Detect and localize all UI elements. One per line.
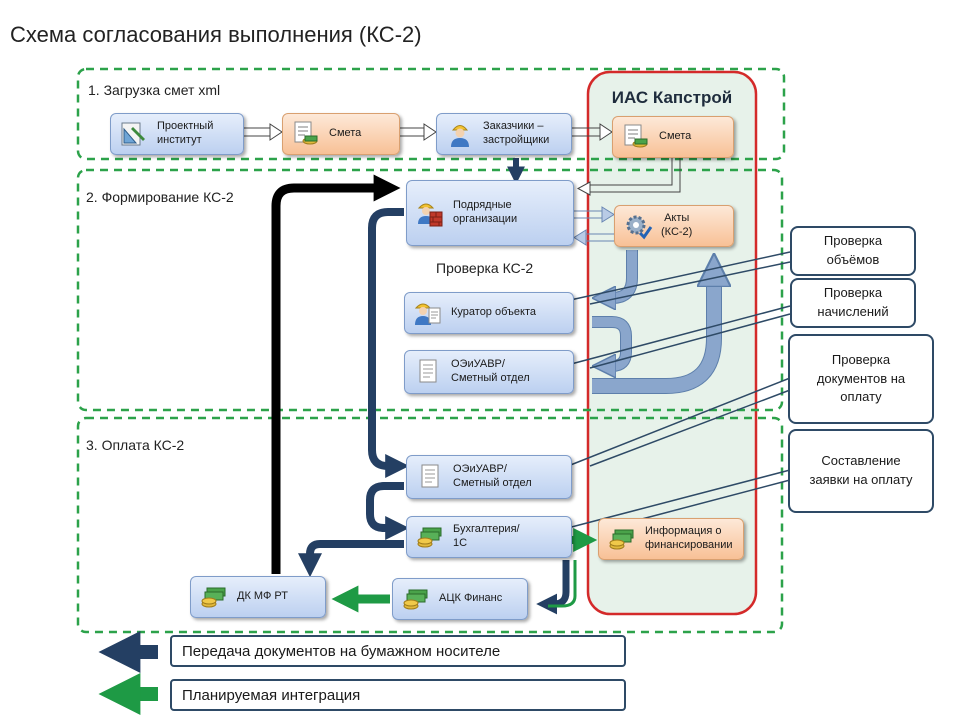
- worker-icon: [451, 125, 469, 147]
- flow-arrow-acts-curator-fill: [604, 250, 637, 298]
- document-money-icon: [294, 121, 318, 145]
- node-accounting[interactable]: Бухгалтерия/ 1С: [406, 516, 572, 558]
- ias-title: ИАС Капстрой: [611, 88, 733, 107]
- hollow-arrows-contractors-acts: [573, 206, 615, 246]
- leader-payment-docs-2: [589, 389, 791, 467]
- gear-check-icon: [626, 215, 653, 240]
- document-icon: [419, 359, 437, 383]
- hollow-arrow-institute-estimate: [244, 123, 283, 141]
- page-title: Схема согласования выполнения (КС-2): [10, 22, 422, 47]
- node-customers[interactable]: Заказчики – застройщики: [436, 113, 572, 155]
- node-oeiuavr-1[interactable]: ОЭиУАВР/ Сметный отдел: [404, 350, 574, 394]
- node-funding-info[interactable]: Информация о финансировании: [598, 518, 744, 560]
- worker-document-icon: [414, 303, 441, 325]
- leader-volumes: [551, 251, 791, 305]
- document-money-icon: [624, 124, 648, 148]
- node-curator-label: Куратор объекта: [451, 306, 536, 319]
- paper-arrow-contractors-oeiuavr: [368, 208, 410, 478]
- node-design-institute-label: Проектный институт: [157, 120, 214, 146]
- money-icon: [609, 529, 634, 550]
- stage-1-label: 1. Загрузка смет xml: [88, 82, 221, 98]
- money-icon: [201, 587, 226, 608]
- node-estimate-1-label: Смета: [329, 127, 362, 140]
- node-ack-finance[interactable]: АЦК Финанс: [392, 578, 528, 620]
- document-icon: [421, 464, 439, 488]
- leader-charges-2: [589, 313, 791, 369]
- node-dk-mf-rt-label: ДК МФ РТ: [237, 590, 288, 603]
- node-acts[interactable]: Акты (КС-2): [614, 205, 734, 247]
- node-design-institute[interactable]: Проектный институт: [110, 113, 244, 155]
- node-oeiuavr-1-label: ОЭиУАВР/ Сметный отдел: [451, 358, 530, 384]
- node-funding-info-label: Информация о финансировании: [645, 525, 733, 551]
- paper-arrow-oeiuavr-accounting: [366, 482, 410, 540]
- flow-arrow-curator-oeiuavr-fill: [592, 317, 631, 366]
- leader-volumes-2: [589, 261, 791, 305]
- legend-planned: Планируемая интеграция: [170, 679, 626, 711]
- money-icon: [417, 527, 442, 548]
- node-acts-label: Акты (КС-2): [661, 212, 693, 238]
- callout-payment-request: Составление заявки на оплату: [788, 429, 934, 513]
- node-curator[interactable]: Куратор объекта: [404, 292, 574, 334]
- node-estimate-1[interactable]: Смета: [282, 113, 400, 155]
- integration-arrow-ack-funding: [548, 560, 577, 608]
- node-estimate-2-label: Смета: [659, 130, 692, 143]
- node-ack-finance-label: АЦК Финанс: [439, 592, 503, 605]
- black-arrow-dk-contractors: [271, 174, 401, 574]
- stage-3-frame: [76, 416, 784, 634]
- leader-charges: [555, 305, 791, 369]
- node-oeiuavr-2[interactable]: ОЭиУАВР/ Сметный отдел: [406, 455, 572, 499]
- node-contractors-label: Подрядные организации: [453, 199, 518, 225]
- node-dk-mf-rt[interactable]: ДК МФ РТ: [190, 576, 326, 618]
- node-estimate-2[interactable]: Смета: [612, 116, 734, 158]
- node-accounting-label: Бухгалтерия/ 1С: [453, 523, 520, 549]
- check-ks2-label: Проверка КС-2: [436, 260, 534, 276]
- design-icon: [121, 122, 145, 146]
- flow-arrow-oeiuavr-acts-fill: [592, 270, 714, 393]
- callout-charges: Проверка начислений: [790, 278, 916, 328]
- hollow-arrow-customers-estimate2: [572, 123, 613, 141]
- hollow-arrow-estimate2-contractors: [576, 158, 681, 196]
- node-oeiuavr-2-label: ОЭиУАВР/ Сметный отдел: [453, 463, 532, 489]
- paper-arrow-accounting-ack: [536, 560, 570, 615]
- legend-paper: Передача документов на бумажном носителе: [170, 635, 626, 667]
- stage-1-frame: [76, 67, 786, 161]
- leader-payment-docs: [567, 377, 791, 467]
- hollow-arrow-estimate-customers: [400, 123, 437, 141]
- paper-arrow-accounting-dk: [298, 540, 404, 578]
- worker-bricks-icon: [417, 203, 443, 227]
- callout-payment-docs: Проверка документов на оплату: [788, 334, 934, 424]
- stage-3-label: 3. Оплата КС-2: [86, 437, 185, 453]
- stage-2-label: 2. Формирование КС-2: [86, 189, 234, 205]
- callout-volumes: Проверка объёмов: [790, 226, 916, 276]
- stage-2-frame: [76, 168, 784, 412]
- money-icon: [403, 589, 428, 610]
- node-customers-label: Заказчики – застройщики: [483, 120, 550, 146]
- node-contractors[interactable]: Подрядные организации: [406, 180, 574, 246]
